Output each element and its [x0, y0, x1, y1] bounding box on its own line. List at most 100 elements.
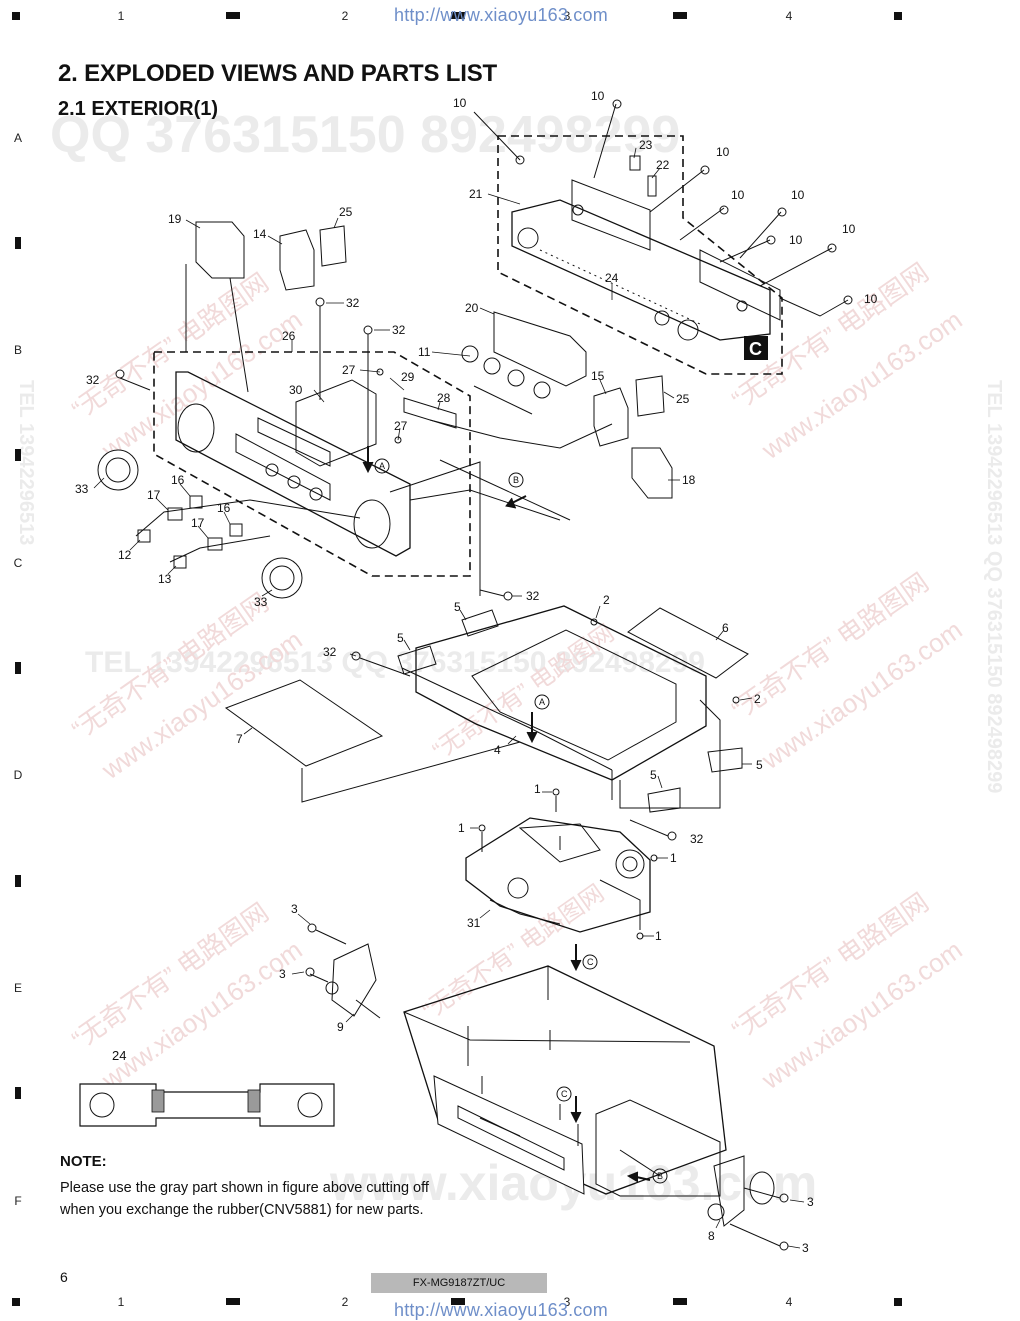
knob-33-left — [97, 449, 139, 491]
gray-cut-left — [151, 1089, 165, 1113]
section-subtitle: 2.1 EXTERIOR(1) — [58, 98, 219, 120]
watermark-side-right: TEL 13942296513 QQ 376315150 892498299 — [983, 380, 1005, 793]
row-letter: D — [13, 768, 23, 782]
gray-cut-right — [247, 1089, 261, 1113]
bracket-9 — [331, 943, 377, 1017]
group-box-26 — [153, 351, 471, 577]
cap-25-top — [319, 225, 347, 267]
note-body: Please use the gray part shown in figure… — [60, 1180, 429, 1218]
callout-label: 13 — [158, 572, 172, 586]
watermark-side-left: TEL 13942296513 — [15, 380, 37, 545]
callout-label: 6 — [722, 621, 729, 635]
callout-label: 16 — [217, 501, 231, 515]
callout-label: 18 — [682, 473, 696, 487]
callout-label: 10 — [791, 188, 805, 202]
ref-marker-C: C — [587, 957, 594, 967]
callout-label: 3 — [802, 1241, 809, 1255]
callout-label: 17 — [191, 516, 205, 530]
callout-label: 32 — [323, 645, 337, 659]
callout-label: 33 — [75, 482, 89, 496]
callout-label: 20 — [465, 301, 479, 315]
ruler-mark-right — [894, 1298, 902, 1306]
callout-label: 32 — [526, 589, 540, 603]
pcb-bracket — [571, 179, 651, 251]
ref-marker-B: B — [657, 1171, 663, 1181]
bracket-19 — [195, 221, 245, 279]
callout-label: 7 — [236, 732, 243, 746]
inset-label: 24 — [112, 1048, 127, 1063]
column-number: 3 — [563, 9, 571, 23]
callout-label: 22 — [656, 158, 670, 172]
group-box-C — [497, 135, 783, 375]
callout-label: 10 — [842, 222, 856, 236]
callout-label: 32 — [86, 373, 100, 387]
callout-label: 10 — [591, 89, 605, 103]
callout-label: 28 — [437, 391, 451, 405]
ruler-mark-left — [12, 12, 20, 20]
ref-marker-B: B — [513, 475, 519, 485]
callout-label: 1 — [458, 821, 465, 835]
bracket-8 — [713, 1155, 745, 1227]
ref-marker-A: A — [379, 461, 385, 471]
pad-5-a — [461, 609, 499, 637]
callout-label: 5 — [454, 600, 461, 614]
side-mark — [15, 1087, 21, 1099]
callout-label: 10 — [789, 233, 803, 247]
sheet-6 — [627, 607, 749, 679]
callout-label: 23 — [639, 138, 653, 152]
svg-text:C: C — [749, 339, 762, 359]
column-number: 2 — [341, 9, 349, 23]
callout-label: 16 — [171, 473, 185, 487]
column-number: 1 — [117, 1295, 125, 1309]
row-letter: A — [13, 131, 22, 145]
side-mark — [15, 875, 21, 887]
ruler-mark-right — [894, 12, 902, 20]
callout-label: 27 — [342, 363, 356, 377]
callout-label: 2 — [754, 692, 761, 706]
side-mark — [15, 449, 21, 461]
ruler-mark — [226, 1298, 240, 1305]
row-letter: F — [14, 1194, 22, 1208]
bracket-18 — [631, 447, 673, 499]
callout-label: 25 — [676, 392, 690, 406]
ruler-mark — [226, 12, 240, 19]
callout-label: 26 — [282, 329, 296, 343]
pcb-panel-21 — [511, 199, 771, 341]
url-top-link[interactable]: http://www.xiaoyu163.com — [394, 5, 608, 25]
callout-label: 31 — [467, 916, 481, 930]
row-letter: B — [13, 343, 22, 357]
ruler-mark — [673, 1298, 687, 1305]
side-mark — [15, 237, 21, 249]
callout-label: 10 — [453, 96, 467, 110]
part-23 — [629, 155, 641, 171]
note-title: NOTE: — [60, 1153, 107, 1170]
callout-label: 10 — [864, 292, 878, 306]
callout-label: 1 — [534, 782, 541, 796]
callout-label: 10 — [716, 145, 730, 159]
pcb-board — [699, 249, 781, 321]
rubber-part-24-inset — [79, 1083, 335, 1127]
callout-label: 11 — [418, 345, 431, 359]
sheet-7 — [224, 679, 384, 767]
column-number: 1 — [117, 9, 125, 23]
callout-label: 25 — [339, 205, 353, 219]
pad-5-d — [707, 747, 743, 773]
url-bottom-link[interactable]: http://www.xiaoyu163.com — [394, 1300, 608, 1320]
ruler-mark — [673, 12, 687, 19]
ref-markers — [374, 458, 668, 1184]
callout-label: 24 — [605, 271, 619, 285]
callout-label: 32 — [346, 296, 360, 310]
ruler-mark — [451, 12, 465, 19]
pad-5-b — [397, 645, 437, 675]
callout-label: 32 — [392, 323, 406, 337]
callout-label: 21 — [469, 187, 483, 201]
knob-33-right — [261, 557, 303, 599]
part-22 — [647, 175, 657, 197]
ref-marker-A: A — [539, 697, 545, 707]
box-label-C — [744, 336, 768, 360]
ruler-mark — [451, 1298, 465, 1305]
callout-label: 3 — [279, 967, 286, 981]
callout-label: 3 — [291, 902, 298, 916]
